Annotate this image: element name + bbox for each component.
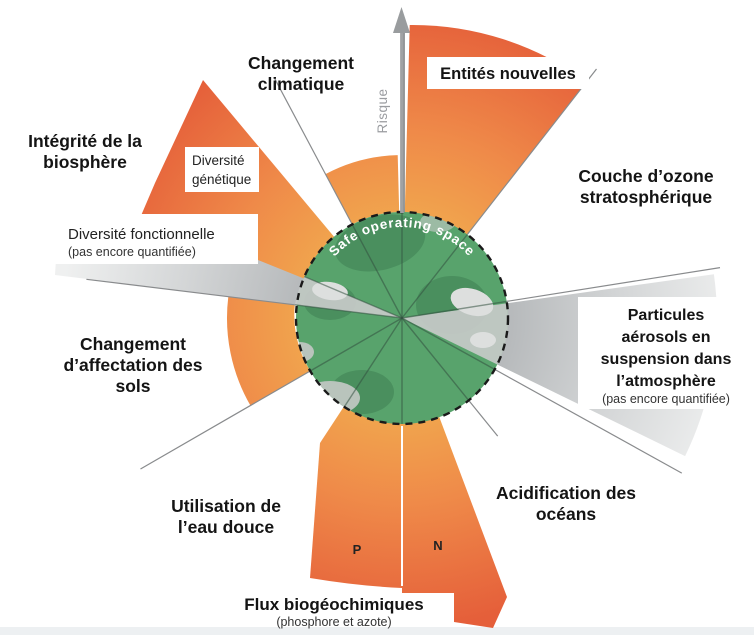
svg-text:sols: sols (115, 376, 150, 396)
svg-text:l’eau douce: l’eau douce (178, 517, 275, 537)
label-fonctionnelle-note: (pas encore quantifiée) (68, 245, 196, 259)
sector-divider-lines (86, 68, 721, 586)
sector-labels: Changement climatique Entités nouvelles … (28, 53, 731, 629)
svg-text:biosphère: biosphère (43, 152, 127, 172)
label-particules: Particules (628, 307, 705, 324)
risk-axis-arrow (393, 7, 410, 213)
label-integrite-biosphere: Intégrité de la (28, 131, 142, 151)
label-changement-climatique: Changement (248, 53, 354, 73)
svg-text:océans: océans (536, 504, 597, 524)
label-diversite-genetique: Diversité (192, 153, 245, 168)
particules-label-box (578, 297, 754, 409)
svg-text:l’atmosphère: l’atmosphère (616, 373, 716, 390)
label-acidification: Acidification des (496, 483, 636, 503)
bottom-strip (0, 627, 754, 635)
label-entites-nouvelles: Entités nouvelles (440, 65, 576, 83)
fonctionnelle-label-box (54, 214, 258, 264)
label-eau-douce: Utilisation de (171, 496, 281, 516)
wedge-affectation-sols (226, 296, 311, 406)
entites-label-box (427, 57, 589, 89)
label-particules-note: (pas encore quantifiée) (602, 392, 730, 406)
arrow-head-icon (393, 7, 410, 33)
genetique-label-box (185, 147, 259, 192)
label-flux: Flux biogéochimiques (244, 595, 423, 614)
wedge-changement-climatique (325, 155, 400, 225)
svg-text:d’affectation des: d’affectation des (63, 355, 202, 375)
label-diversite-fonctionnelle: Diversité fonctionnelle (68, 226, 215, 243)
label-flux-note: (phosphore et azote) (276, 615, 391, 629)
svg-text:aérosols en: aérosols en (622, 329, 711, 346)
label-affectation-sols: Changement (80, 334, 186, 354)
label-phosphore-p: P (353, 542, 362, 557)
svg-text:climatique: climatique (258, 74, 345, 94)
label-couche-ozone: Couche d’ozone (578, 166, 713, 186)
svg-text:génétique: génétique (192, 172, 251, 187)
svg-text:stratosphérique: stratosphérique (580, 187, 713, 207)
svg-text:suspension dans: suspension dans (601, 351, 732, 368)
risk-axis-label: Risque (375, 88, 390, 133)
label-azote-n: N (433, 538, 442, 553)
